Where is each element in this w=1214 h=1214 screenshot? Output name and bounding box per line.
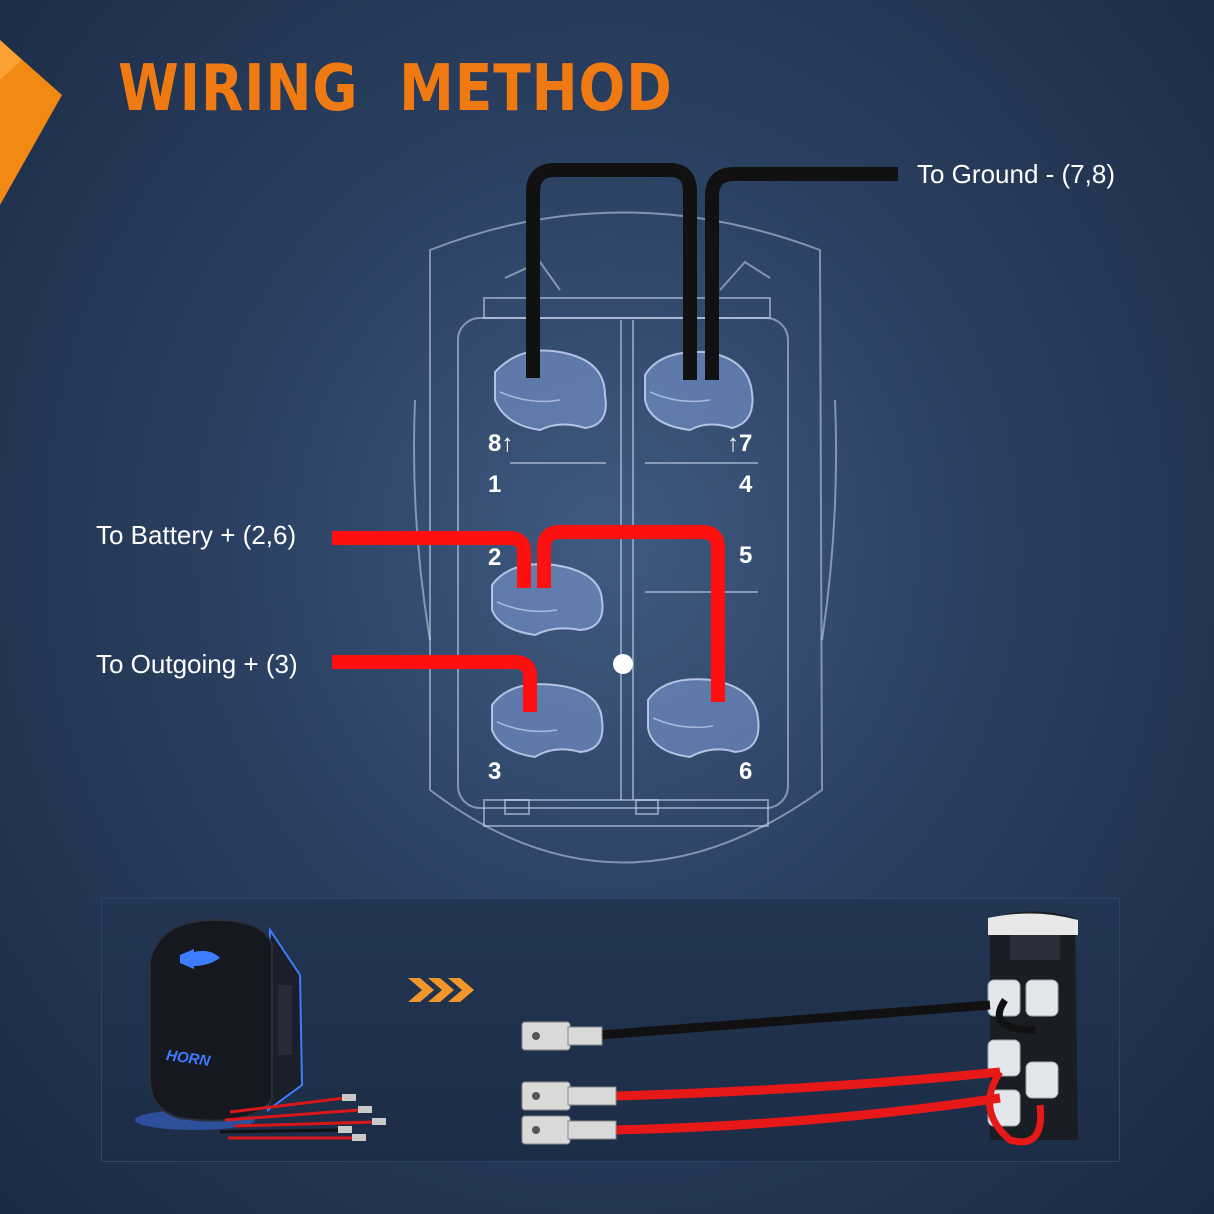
outgoing-label: To Outgoing + (3) <box>96 649 298 679</box>
chevron-arrow-icon <box>408 978 474 1002</box>
terminal-label-7: ↑7 <box>727 430 753 457</box>
battery-wire-2 <box>332 531 531 588</box>
terminal-8 <box>494 349 607 432</box>
ground-label: To Ground - (7,8) <box>917 159 1115 189</box>
terminal-6 <box>647 678 760 759</box>
terminal-label-6: 6 <box>739 758 753 785</box>
rocker-switch-product <box>135 918 304 1130</box>
ground-wire-8 <box>526 163 697 380</box>
corner-tab-decoration <box>0 40 62 205</box>
terminal-label-5: 5 <box>739 542 753 569</box>
center-pivot-dot <box>613 654 633 674</box>
terminal-label-4: 4 <box>739 471 753 498</box>
terminal-label-3: 3 <box>488 758 502 785</box>
battery-label: To Battery + (2,6) <box>96 520 297 550</box>
horn-icon <box>180 949 194 969</box>
terminal-label-2: 2 <box>488 544 502 571</box>
battery-jumper-2-6 <box>537 525 725 702</box>
switch-housing <box>457 317 789 809</box>
outgoing-wire-3 <box>332 655 537 712</box>
terminal-label-1: 1 <box>488 471 502 498</box>
terminal-3 <box>491 683 604 759</box>
page-title: WIRING METHOD <box>118 52 673 126</box>
terminal-label-8: 8↑ <box>488 430 514 457</box>
wired-switch-product <box>987 911 1078 1140</box>
ground-wire-7 <box>705 167 898 380</box>
switch-outer-body <box>429 211 824 864</box>
